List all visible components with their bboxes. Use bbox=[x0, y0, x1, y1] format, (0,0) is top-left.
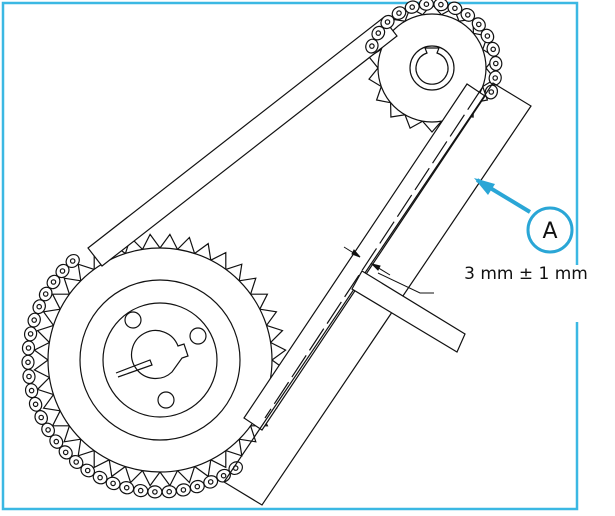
chain-pin bbox=[438, 1, 444, 8]
chain-pin bbox=[26, 373, 32, 380]
chain-pin bbox=[492, 60, 499, 67]
chain-pin bbox=[73, 459, 80, 465]
chain-pin bbox=[31, 317, 38, 323]
roller-chain bbox=[21, 0, 503, 499]
chain-pin bbox=[27, 331, 34, 337]
chain-pin bbox=[423, 1, 430, 7]
chain-pin bbox=[28, 387, 35, 394]
straightedge bbox=[223, 82, 532, 506]
chain-pin bbox=[384, 19, 391, 25]
callout-arrowhead bbox=[474, 178, 495, 195]
small-sprocket-hub bbox=[409, 45, 455, 91]
chain-pin bbox=[69, 258, 76, 264]
chain-pin bbox=[42, 291, 49, 297]
chain-links bbox=[21, 0, 503, 499]
chain-pin bbox=[207, 479, 214, 485]
chain-pin bbox=[166, 488, 173, 495]
chain-lower-run bbox=[243, 83, 486, 431]
chain-pin bbox=[25, 359, 31, 366]
chain-pin bbox=[59, 268, 66, 274]
chain-pin bbox=[45, 427, 51, 433]
chain-pin bbox=[25, 345, 32, 351]
large-sprocket bbox=[33, 233, 287, 487]
gap-gauge-bar bbox=[351, 270, 466, 353]
large-sprocket-hub-ring bbox=[79, 279, 241, 441]
chain-pin bbox=[62, 449, 69, 456]
chain-pin bbox=[123, 484, 130, 491]
chain-pin bbox=[152, 489, 158, 495]
chain-pin bbox=[396, 10, 402, 16]
chain-pin bbox=[84, 467, 91, 474]
chain-pin bbox=[369, 43, 375, 49]
chain-pin bbox=[475, 21, 482, 28]
chain-pin bbox=[409, 4, 416, 10]
chain-pin bbox=[488, 89, 495, 95]
frame-border bbox=[1, 1, 579, 511]
large-sprocket-bolt-hole bbox=[157, 391, 175, 409]
chain-pin bbox=[452, 5, 458, 12]
large-sprocket-hub bbox=[102, 302, 218, 418]
chain-pin bbox=[50, 279, 57, 285]
chain-pin bbox=[194, 483, 201, 490]
gap-gauge bbox=[351, 270, 466, 353]
chain-pin bbox=[464, 12, 471, 18]
large-sprocket-rim bbox=[47, 247, 273, 473]
chain-pin bbox=[53, 438, 60, 445]
chain-pin bbox=[38, 414, 45, 421]
gap-dimension bbox=[343, 246, 434, 294]
chain-centerline bbox=[264, 87, 483, 419]
chain-pin bbox=[492, 75, 499, 81]
chain-pin bbox=[220, 472, 227, 479]
chain-pin bbox=[484, 33, 491, 39]
large-sprocket-bolt-hole bbox=[189, 327, 207, 345]
callout-a: A 3 mm ± 1 mm bbox=[464, 178, 588, 284]
small-sprocket-keyway bbox=[415, 47, 449, 85]
chain-pin bbox=[375, 30, 382, 36]
chain-pin bbox=[36, 303, 43, 310]
chain-pin bbox=[490, 46, 497, 53]
chain-upper-run bbox=[87, 17, 398, 267]
chain-pin bbox=[110, 480, 116, 487]
callout-letter: A bbox=[542, 219, 557, 244]
large-sprocket-bore bbox=[130, 329, 189, 380]
gap-leader bbox=[377, 272, 434, 294]
straightedge-bar bbox=[223, 82, 532, 506]
chain-pin bbox=[97, 474, 103, 481]
chain-pin bbox=[180, 487, 187, 493]
large-sprocket-bolt-hole bbox=[124, 311, 142, 329]
callout-circle bbox=[526, 206, 574, 254]
large-sprocket-keyway bbox=[115, 359, 153, 378]
measurement-label: 3 mm ± 1 mm bbox=[464, 264, 588, 284]
chain-pin bbox=[137, 487, 144, 494]
chain-pin bbox=[32, 401, 39, 408]
